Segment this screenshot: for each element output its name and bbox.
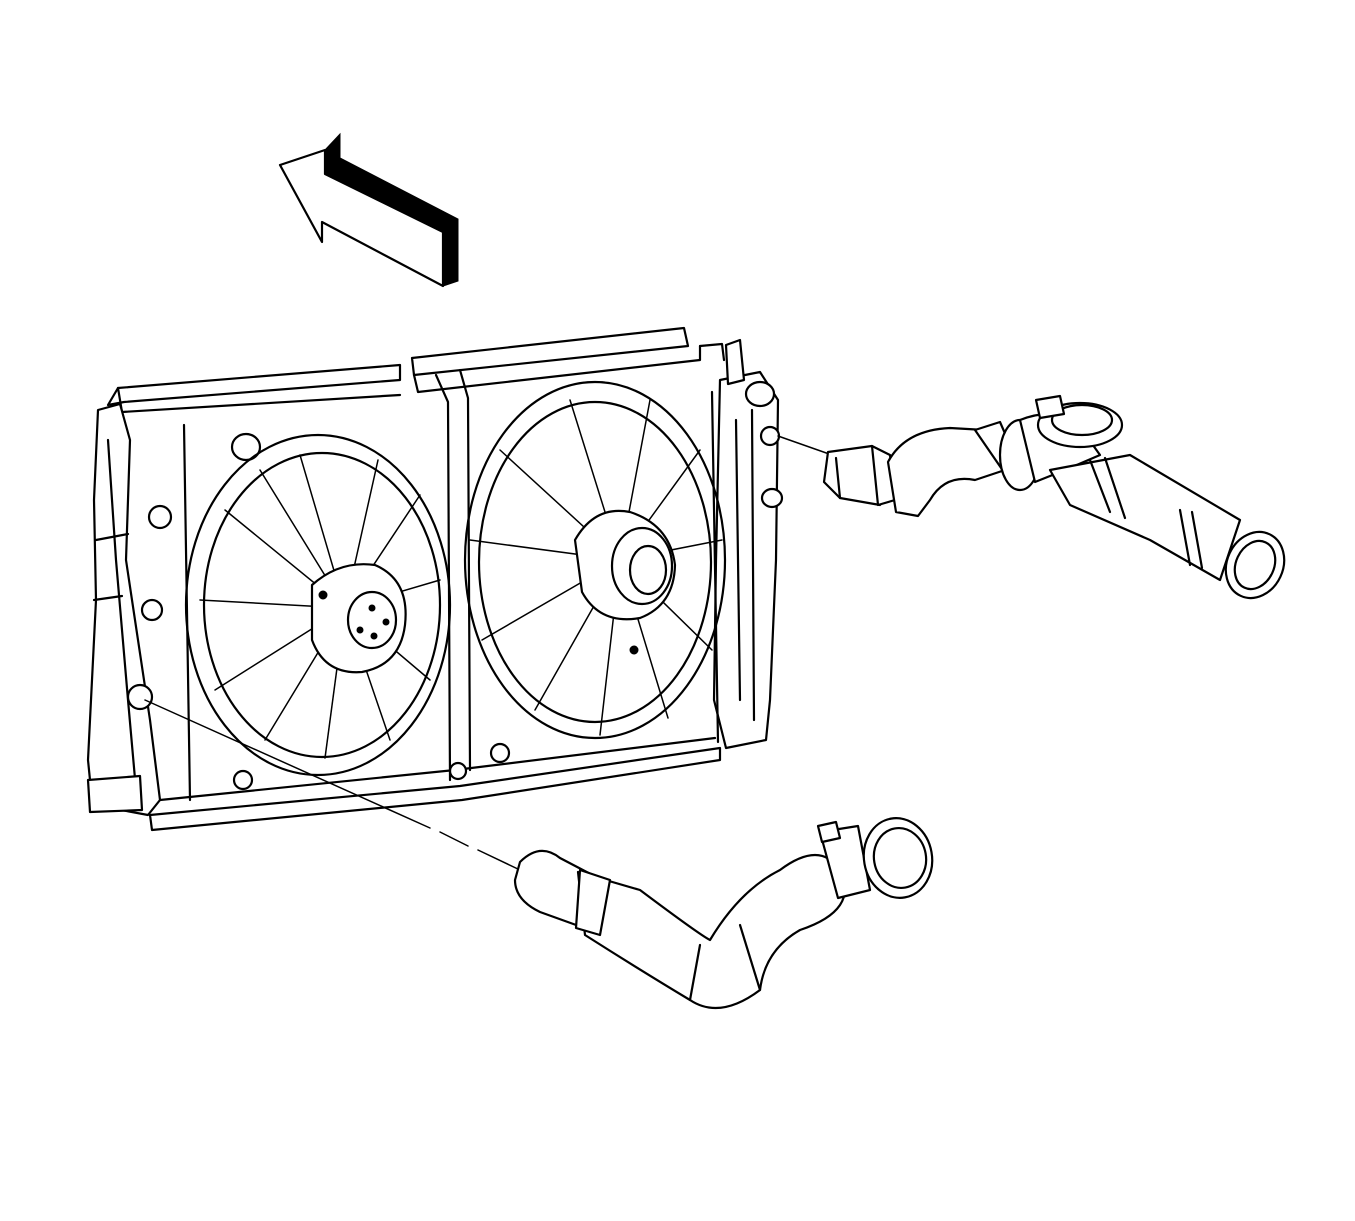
radiator-fan-module (86, 326, 784, 832)
lower-hose-alignment-line (144, 699, 521, 871)
left-cooling-fan (184, 433, 452, 777)
right-cooling-fan (463, 380, 727, 740)
upper-radiator-hose (822, 394, 1286, 600)
upper-hose-alignment-line (777, 435, 833, 456)
front-direction-arrow-icon (278, 132, 459, 288)
lower-radiator-hose (513, 817, 934, 1010)
